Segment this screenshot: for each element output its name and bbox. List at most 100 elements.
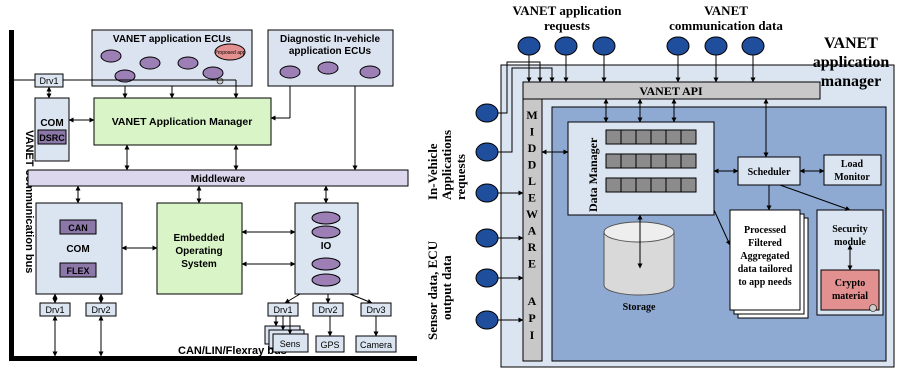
scheduler-label: Scheduler bbox=[748, 167, 791, 178]
driver-label: Drv1 bbox=[45, 305, 64, 315]
invehicle-label-line3: requests bbox=[453, 154, 468, 200]
left-connectors bbox=[14, 79, 379, 357]
sensor-label-line1: Sensor data, ECU bbox=[425, 240, 440, 340]
right-connectors bbox=[498, 55, 853, 323]
input-circles bbox=[475, 36, 765, 330]
can-bus-label: CAN/LIN/Flexray bus bbox=[178, 345, 287, 357]
comm-label-line1: VANET bbox=[704, 3, 748, 18]
middleware-letter: A bbox=[528, 224, 537, 238]
vanet-ecu-title: VANET application ECUs bbox=[113, 34, 232, 45]
processed-line: Aggregated bbox=[740, 251, 790, 262]
processed-line: Filtered bbox=[748, 238, 782, 249]
invehicle-circle bbox=[475, 183, 499, 203]
app-manager-label: VANET Application Manager bbox=[112, 116, 253, 128]
embedded-os-box bbox=[156, 202, 243, 295]
middleware-letter: E bbox=[528, 257, 536, 271]
io-oval bbox=[311, 257, 341, 271]
lock-icon bbox=[216, 77, 224, 85]
data-cell bbox=[665, 129, 682, 145]
middleware-bar bbox=[27, 169, 409, 187]
eos-line1: Embedded bbox=[173, 233, 224, 244]
request-circle bbox=[517, 36, 541, 56]
comm-circle bbox=[666, 36, 690, 56]
crypto-material-box bbox=[820, 269, 880, 311]
com-bottom-label: COM bbox=[66, 244, 89, 255]
data-manager-label: Data Manager bbox=[586, 137, 600, 212]
middleware-letter: M bbox=[526, 108, 537, 122]
load-label-line1: Load bbox=[841, 159, 864, 170]
manager-title-line2: application bbox=[813, 54, 890, 71]
ecu-oval bbox=[202, 66, 224, 80]
invehicle-label-line2: Applications bbox=[439, 130, 454, 200]
middleware-label: Middleware bbox=[191, 174, 246, 185]
invehicle-label-line1: In-Vehicle bbox=[425, 143, 440, 200]
processed-box bbox=[729, 209, 801, 311]
camera-label: Camera bbox=[360, 340, 392, 350]
data-cell bbox=[605, 129, 622, 145]
proposed-app-label: Proposed app bbox=[214, 50, 245, 56]
middleware-letter: I bbox=[530, 125, 535, 139]
data-cell bbox=[680, 177, 697, 193]
middleware-letter: L bbox=[528, 174, 536, 188]
diagnostic-title-line2: application ECUs bbox=[289, 46, 372, 57]
proposed-app-oval bbox=[214, 43, 246, 61]
sensor-circle bbox=[475, 228, 499, 248]
crypto-label-line2: material bbox=[832, 291, 868, 302]
left-architecture-diagram: VANET communication bus CAN/LIN/Flexray … bbox=[9, 29, 417, 361]
data-cell bbox=[620, 177, 637, 193]
storage-cylinder bbox=[603, 221, 675, 296]
load-monitor-box bbox=[823, 154, 882, 186]
ecu-oval bbox=[100, 49, 122, 63]
storage-label: Storage bbox=[623, 302, 656, 313]
data-cell bbox=[650, 177, 667, 193]
data-cell bbox=[620, 153, 637, 169]
can-box bbox=[59, 219, 97, 235]
vanet-bus-label: VANET communication bus bbox=[23, 130, 35, 273]
driver-label: Drv2 bbox=[318, 305, 337, 315]
data-cell bbox=[605, 153, 622, 169]
ecu-oval bbox=[279, 65, 301, 79]
lock-icon bbox=[869, 304, 877, 312]
api-letter: I bbox=[530, 328, 535, 342]
io-label: IO bbox=[321, 241, 332, 252]
ecu-oval bbox=[317, 61, 339, 75]
comm-circle bbox=[741, 36, 765, 56]
data-cell bbox=[650, 153, 667, 169]
security-label-line2: module bbox=[834, 237, 866, 248]
ecu-oval bbox=[114, 69, 136, 83]
app-manager-box bbox=[93, 97, 272, 146]
io-oval bbox=[311, 211, 341, 225]
vanet-communication-bus bbox=[9, 30, 14, 360]
sensor-circle bbox=[475, 310, 499, 330]
security-label-line1: Security bbox=[832, 224, 868, 235]
middleware-letter: E bbox=[528, 191, 536, 205]
api-letter: P bbox=[528, 311, 535, 325]
request-circle bbox=[554, 36, 578, 56]
flex-box bbox=[59, 262, 97, 278]
data-cell bbox=[650, 129, 667, 145]
driver-label: Drv1 bbox=[273, 305, 292, 315]
vanet-api-label: VANET API bbox=[639, 84, 703, 98]
middleware-letter: D bbox=[528, 141, 537, 155]
middleware-letter: D bbox=[528, 158, 537, 172]
ecu-oval bbox=[359, 65, 381, 79]
eos-line3: System bbox=[181, 259, 217, 270]
driver-label: Drv3 bbox=[366, 305, 385, 315]
data-cell bbox=[665, 153, 682, 169]
load-label-line2: Monitor bbox=[834, 172, 870, 183]
processed-line: data tailored bbox=[738, 264, 793, 275]
dsrc-box bbox=[37, 129, 67, 145]
driver-label: Drv2 bbox=[91, 305, 110, 315]
flex-label: FLEX bbox=[66, 266, 89, 276]
comm-label-line2: communication data bbox=[669, 18, 783, 33]
sens-label: Sens bbox=[280, 339, 301, 349]
gps-label: GPS bbox=[320, 340, 339, 350]
can-label: CAN bbox=[68, 223, 88, 233]
eos-line2: Operating bbox=[175, 246, 222, 257]
api-letter: A bbox=[528, 294, 537, 308]
dsrc-label: DSRC bbox=[39, 133, 65, 143]
data-cell bbox=[665, 177, 682, 193]
scheduler-box bbox=[737, 156, 801, 186]
